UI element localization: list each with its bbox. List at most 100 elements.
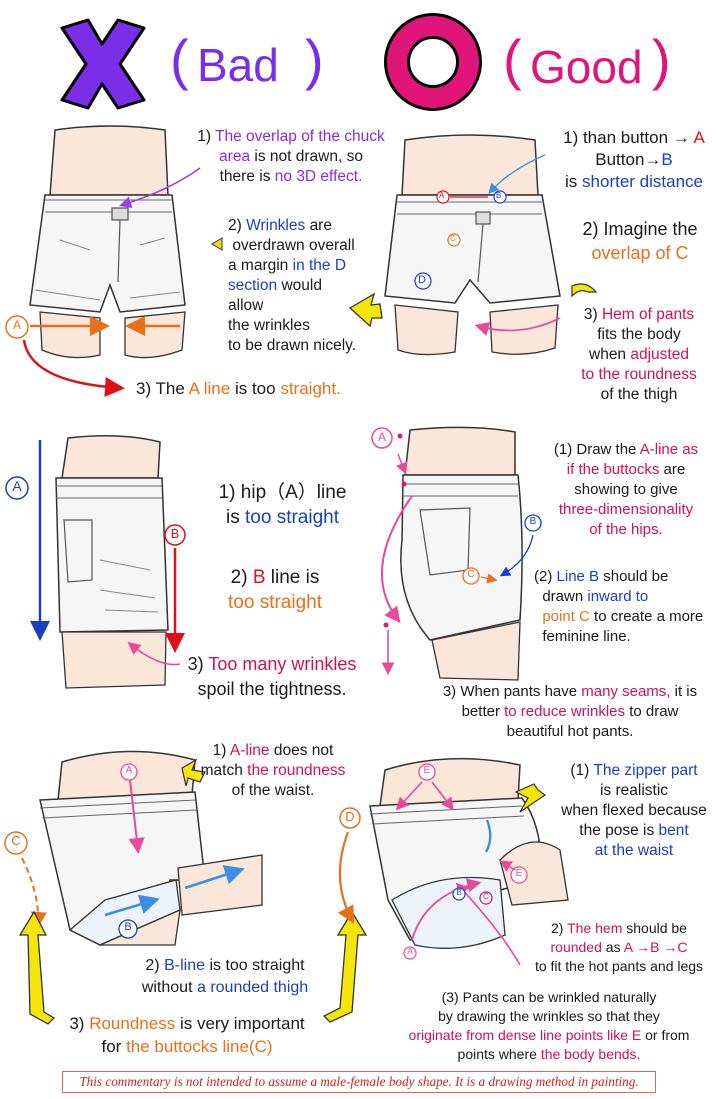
panel1-note3: 3) The A line is too straight. [136,379,341,398]
shorts-seated-good-drawing [369,757,569,949]
c-line-arrow [21,857,47,928]
marker-circle [5,315,29,339]
pointer-arrow [488,154,546,194]
panel3-note3: 3) Too many wrinkles spoil the tightness… [187,654,357,699]
panel1-note1: 1) The overlap of the chuck area is not … [197,128,385,185]
bad-label: Bad [197,39,279,91]
marker-b-label: B [529,516,537,527]
marker-circle [452,887,466,901]
marker-e-label-2: E [515,868,523,879]
marker-circle [493,190,507,204]
panel3-note1: 1) hip（A）line is too straight [218,482,347,528]
good-paren-open: ( [503,28,522,91]
marker-a-label: A [12,478,22,494]
pointer-arrow [396,453,408,475]
bad-paren-close: ) [305,28,324,91]
shorts-side-good-drawing [400,426,523,681]
marker-b-label: B [496,191,502,200]
marker-a-label: A [439,191,445,200]
pointer-arrow [127,642,181,666]
yellow-arrow-icon [514,783,547,813]
panel5-note1: 1) A-line does not match the roundness o… [200,742,346,799]
marker-circle [414,272,432,290]
marker-circle [418,763,436,781]
marker-circle [164,524,186,546]
pointer-arrow [455,882,521,966]
marker-circle [462,567,480,585]
panel2-note1: 1) than button → A Button→B is shorter d… [563,128,705,191]
good-paren-close: ) [652,28,671,91]
yellow-arrow-icon [18,910,56,1025]
d-line-arrow [337,831,355,924]
yellow-arrow-icon [571,283,598,298]
panel2-note3: 3) Hem of pants fits the body when adjus… [581,306,697,403]
pointer-arrow [431,781,454,811]
panel6-note2: 2) The hem should be rounded as A →B →C … [534,920,704,974]
zipper-line [484,819,492,853]
marker-a-label: A [125,765,133,776]
marker-a-label: A [407,947,413,956]
marker-circle [120,763,138,781]
yellow-arrow-icon [181,758,206,787]
marker-circle [479,891,493,905]
marker-c-label: C [450,234,456,243]
panel5-note3: 3) Roundness is very important for the b… [69,1014,305,1056]
hem-arrow [411,878,482,941]
panel4-note3: 3) When pants have many seams, it is bet… [442,683,698,740]
marker-b-label: B [456,888,462,897]
footer-disclaimer: This commentary is not intended to assum… [62,1071,656,1093]
a-line-arrow [128,779,145,854]
a-line-arrow [380,495,413,624]
hem-arrow [474,317,561,336]
dot-point [401,481,407,487]
panel6-note1: (1) The zipper part is realistic when fl… [561,762,707,859]
marker-circle [118,919,138,939]
marker-a-label: A [377,430,386,444]
marker-circle [524,514,542,532]
marker-c-label: C [483,892,489,901]
pointer-arrow [395,781,423,811]
marker-circle [436,190,450,204]
panel5-note2: 2) B-line is too straight without a roun… [141,957,309,996]
marker-a-label: A [12,318,21,332]
shorts-seated-bad-drawing [39,750,263,946]
pointer-arrow [22,339,125,397]
marker-b-label: B [170,526,180,541]
shorts-side-bad-drawing [55,435,169,689]
good-label: Good [530,41,643,93]
b-line-arrow-2 [184,865,245,890]
shorts-front-bad-drawing [29,125,186,359]
b-line-arrow [104,894,160,917]
panel4-note1: (1) Draw the A-line as if the buttocks a… [553,441,699,538]
panel3-note2: 2) B line is too straight [228,567,322,613]
shorts-front-good-drawing [384,134,561,356]
pointer-arrow [499,860,516,872]
marker-d-label: D [418,274,426,286]
pointer-arrow [480,573,498,584]
marker-b-label: B [124,921,132,933]
panel6-note3: (3) Pants can be wrinkled naturally by d… [408,989,690,1062]
panel4-note2: (2) Line B should be drawn inward to poi… [534,568,704,645]
x-mark-icon [60,18,146,110]
bad-paren-open: ( [170,28,189,91]
yellow-arrow-icon [348,292,383,328]
marker-c-label: C [467,569,475,580]
marker-d-label: D [345,809,355,824]
marker-c-label: C [11,833,21,848]
yellow-arrow-icon [322,910,368,1023]
yellow-arrow-icon [211,237,223,251]
marker-circle [4,831,28,855]
marker-e-label: E [423,765,431,776]
marker-circle [447,233,461,247]
marker-circle [403,946,417,960]
panel2-note2: 2) Imagine the overlap of C [582,219,698,263]
marker-circle [339,807,361,829]
dot-point [383,622,389,628]
b-line-arrow [499,534,534,577]
marker-circle [5,476,29,500]
marker-circle [510,866,528,884]
circle-o-icon [384,13,482,111]
pointer-arrow [119,167,201,209]
marker-circle [371,427,393,449]
